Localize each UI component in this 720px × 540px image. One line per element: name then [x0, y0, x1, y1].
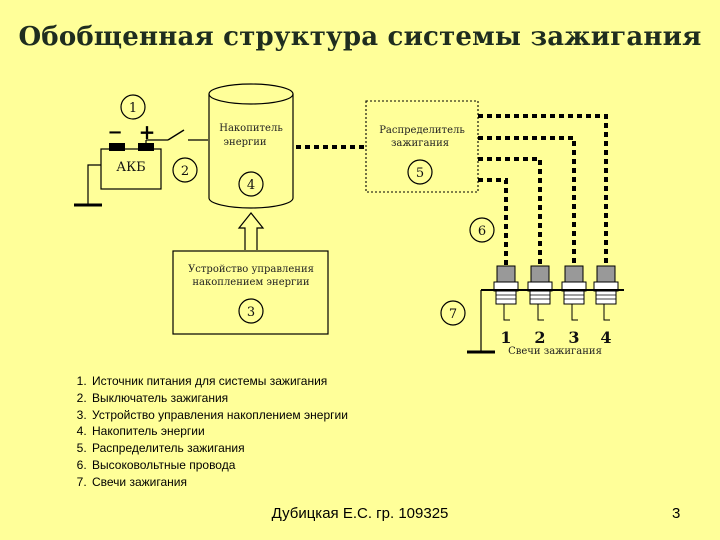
hv-wire-4 [478, 114, 608, 266]
hv-wire-2 [478, 157, 542, 266]
marker-4: 4 [238, 171, 264, 197]
plug-number-4: 4 [600, 328, 611, 347]
storage-label-2: энергии [223, 137, 266, 148]
spark-plug [561, 265, 587, 321]
high-voltage-wires [478, 114, 608, 266]
ignition-switch [145, 129, 208, 143]
battery-ground-wire [87, 164, 101, 205]
legend-item: Выключатель зажигания [90, 390, 348, 407]
storage-label-1: Накопитель [219, 123, 283, 134]
distributor-label-1: Распределитель [379, 125, 465, 136]
svg-text:6: 6 [478, 224, 486, 239]
legend-item: Устройство управления накоплением энерги… [90, 407, 348, 424]
marker-5: 5 [407, 159, 433, 185]
svg-text:5: 5 [416, 166, 424, 181]
energy-storage: Накопитель энергии [208, 83, 294, 209]
svg-text:3: 3 [247, 305, 255, 320]
minus-sign: − [107, 122, 122, 143]
distributor-label-2: зажигания [391, 138, 449, 149]
page-title: Обобщенная структура системы зажигания [18, 22, 702, 52]
control-label-1: Устройство управления [188, 264, 314, 275]
marker-2: 2 [172, 157, 198, 183]
plugs-caption: Свечи зажигания [508, 346, 602, 357]
plug-number-1: 1 [500, 328, 511, 347]
svg-text:1: 1 [129, 101, 137, 116]
distributor: Распределитель зажигания [365, 100, 479, 193]
marker-1: 1 [120, 94, 146, 120]
svg-text:7: 7 [449, 307, 457, 322]
legend-item: Распределитель зажигания [90, 440, 348, 457]
legend-list: Источник питания для системы зажигания В… [60, 373, 348, 491]
hv-wire-1 [478, 178, 508, 266]
spark-plug [527, 265, 553, 321]
page-number: 3 [672, 505, 681, 522]
plug-number-3: 3 [568, 328, 579, 347]
spark-plugs [493, 265, 619, 321]
svg-text:2: 2 [181, 164, 189, 179]
legend-item: Высоковольтные провода [90, 457, 348, 474]
battery-label: АКБ [116, 160, 145, 175]
legend-item: Свечи зажигания [90, 474, 348, 491]
plus-sign: + [139, 120, 156, 144]
control-device: Устройство управления накоплением энерги… [172, 250, 329, 335]
footer-author: Дубицкая Е.С. гр. 109325 [271, 505, 449, 522]
legend-item: Накопитель энергии [90, 423, 348, 440]
spark-plug [593, 265, 619, 321]
hv-wire-3 [478, 136, 576, 266]
control-arrow [237, 212, 265, 250]
legend-item: Источник питания для системы зажигания [90, 373, 348, 390]
battery: АКБ − + [100, 120, 162, 190]
svg-text:4: 4 [247, 178, 255, 193]
plug-number-2: 2 [534, 328, 545, 347]
marker-6: 6 [469, 217, 495, 243]
marker-7: 7 [440, 300, 466, 326]
spark-plug [493, 265, 519, 321]
marker-3: 3 [238, 298, 264, 324]
control-label-2: накоплением энергии [192, 277, 310, 288]
